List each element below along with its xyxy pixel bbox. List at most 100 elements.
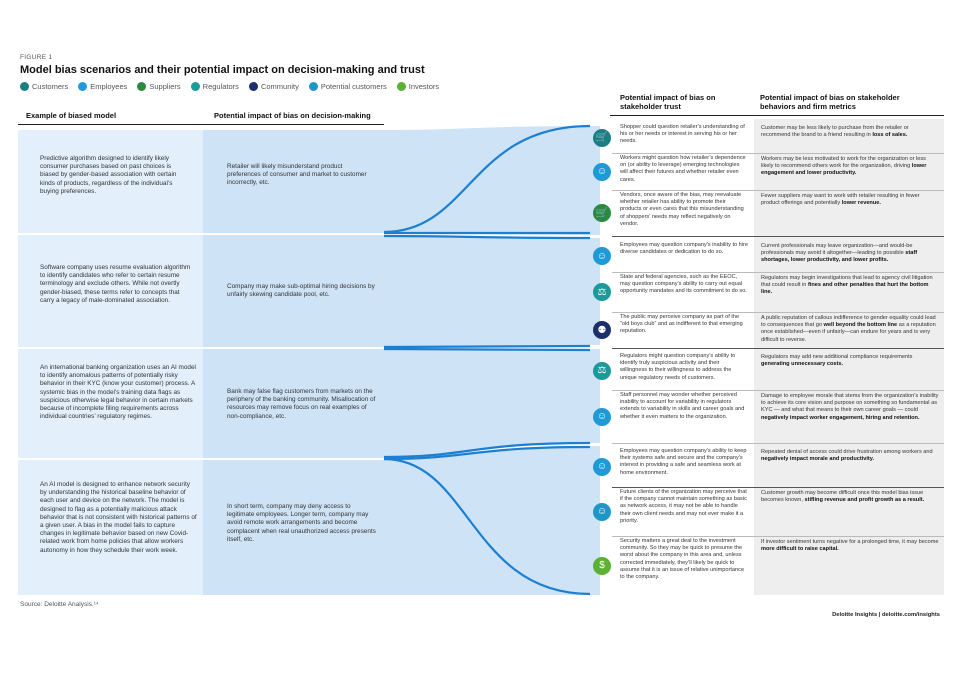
behavior-bold: negatively impact worker engagement, hir… xyxy=(761,414,920,421)
legend-label: Customers xyxy=(32,82,69,91)
connector-line xyxy=(383,124,591,234)
funnel-3 xyxy=(384,349,600,458)
trust-text: State and federal agencies, such as the … xyxy=(620,274,747,295)
row-divider xyxy=(612,390,944,391)
person-icon: ☺ xyxy=(593,162,611,181)
row-divider xyxy=(612,487,944,488)
connector-line xyxy=(383,234,591,240)
regulator-icon: ⚖ xyxy=(593,361,611,380)
decision-text-3: Bank may false flag customers from marke… xyxy=(227,388,376,420)
legend-item-employees: Employees xyxy=(78,82,127,91)
behavior-text: Customer may be less likely to purchase … xyxy=(761,125,939,139)
header-rule-right xyxy=(610,115,944,116)
header-example: Example of biased model xyxy=(26,111,117,120)
funnel-1 xyxy=(384,126,600,235)
header-rule-left xyxy=(18,124,384,125)
row-divider xyxy=(612,443,944,444)
legend-label: Regulators xyxy=(202,82,239,91)
person-icon: ☺ xyxy=(593,457,611,476)
source-note: Source: Deloitte Analysis.¹⁴ xyxy=(20,601,99,608)
supplier-cart-icon: 🛒 xyxy=(593,204,611,222)
example-text-1: Predictive algorithm designed to identif… xyxy=(40,155,177,195)
regulator-icon: ⚖ xyxy=(593,283,611,301)
trust-text: Workers might question how retailer’s de… xyxy=(620,155,746,183)
trust-text: Staff personnel may wonder whether perce… xyxy=(620,392,745,420)
example-text-2: Software company uses resume evaluation … xyxy=(40,264,191,304)
legend-item-regulators: Regulators xyxy=(190,82,239,91)
connector-line xyxy=(383,344,591,349)
behavior-text: Fewer suppliers may want to work with re… xyxy=(761,193,939,207)
behavior-plain: If investor sentiment turns negative for… xyxy=(761,539,939,545)
behavior-plain: Damage to employee morale that stems fro… xyxy=(761,393,939,414)
behavior-bold: well beyond the bottom line xyxy=(823,322,898,329)
behavior-bold: generating unnecessary costs. xyxy=(761,361,844,368)
connector-line xyxy=(383,457,591,596)
behavior-text: Workers may be less motivated to work fo… xyxy=(761,156,939,178)
behavior-plain: Fewer suppliers may want to work with re… xyxy=(761,193,920,207)
header-decision: Potential impact of bias on decision-mak… xyxy=(214,111,371,120)
legend-label: Suppliers xyxy=(149,82,181,91)
customers-icon xyxy=(20,82,29,91)
decision-text-1: Retailer will likely misunderstand produ… xyxy=(227,163,367,187)
behavior-plain: Current professionals may leave organiza… xyxy=(761,243,913,257)
potential-customers-icon xyxy=(308,82,318,91)
behavior-bold: fines and other penalties that hurt the … xyxy=(761,282,929,296)
legend-label: Employees xyxy=(90,82,128,91)
trust-text: Employees may question company’s ability… xyxy=(620,448,747,476)
header-trust: Potential impact of bias on stakeholder … xyxy=(620,93,716,111)
connector-line xyxy=(383,445,591,461)
legend-item-investors: Investors xyxy=(396,82,440,91)
decision-text-2: Company may make sub-optimal hiring deci… xyxy=(227,283,375,299)
legend-label: Potential customers xyxy=(320,82,387,91)
decision-band-1 xyxy=(203,130,384,233)
decision-band-3 xyxy=(203,349,384,458)
row-divider xyxy=(612,312,944,313)
behavior-text: Customer growth may become difficult onc… xyxy=(761,490,939,504)
row-divider xyxy=(612,153,944,154)
regulators-icon xyxy=(190,82,200,91)
behavior-bold: stifling revenue and profit growth as a … xyxy=(804,497,925,504)
row-divider xyxy=(612,348,944,349)
behavior-column-bg xyxy=(754,119,944,595)
trust-text: Future clients of the organization may p… xyxy=(620,489,747,524)
trust-text: Employees may question company’s inabili… xyxy=(620,242,748,256)
behavior-bold: more difficult to raise capital. xyxy=(761,546,839,553)
figure-label: FIGURE 1 xyxy=(20,54,53,61)
funnel-2 xyxy=(384,235,600,347)
legend-label: Investors xyxy=(408,82,440,91)
behavior-plain: Customer growth may become difficult onc… xyxy=(761,490,924,504)
row-divider xyxy=(612,190,944,191)
person-icon: ☺ xyxy=(593,407,611,426)
decision-band-2 xyxy=(203,235,384,347)
behavior-text: A public reputation of callous indiffere… xyxy=(761,315,939,344)
legend-label: Community xyxy=(260,82,299,91)
row-divider xyxy=(612,272,944,273)
behavior-text: Current professionals may leave organiza… xyxy=(761,243,939,265)
trust-text: Vendors, once aware of the bias, may ree… xyxy=(620,192,744,227)
row-divider xyxy=(612,536,944,537)
trust-column-bg xyxy=(612,119,752,595)
behavior-plain: Customer may be less likely to purchase … xyxy=(761,125,909,139)
legend-item-potential-customers: Potential customers xyxy=(308,82,387,91)
person-icon: ☺ xyxy=(593,502,611,521)
behavior-text: Regulators may add new additional compli… xyxy=(761,354,939,368)
trust-text: Shopper could question retailer’s unders… xyxy=(620,124,745,145)
behavior-text: Regulators may begin investigations that… xyxy=(761,275,939,297)
connector-line xyxy=(383,347,591,352)
behavior-bold: lower engagement and lower productivity. xyxy=(761,163,927,177)
behavior-bold: lower revenue. xyxy=(841,200,881,207)
example-text-3: An international banking organization us… xyxy=(40,364,196,421)
community-icon xyxy=(248,82,258,91)
investor-icon: $ xyxy=(593,556,611,575)
decision-text-4: In short term, company may deny access t… xyxy=(227,503,376,543)
investors-icon xyxy=(396,82,406,91)
behavior-text: Damage to employee morale that stems fro… xyxy=(761,393,939,422)
footer-credit: Deloitte Insights | deloitte.com/insight… xyxy=(832,612,940,618)
behavior-tail: as a reputation once established—even if… xyxy=(761,322,936,343)
employees-icon xyxy=(78,82,88,91)
page-title: Model bias scenarios and their potential… xyxy=(20,64,425,76)
legend: Customers Employees Suppliers Regulators… xyxy=(20,82,439,91)
behavior-plain: A public reputation of callous indiffere… xyxy=(761,315,936,329)
suppliers-icon xyxy=(137,82,147,91)
